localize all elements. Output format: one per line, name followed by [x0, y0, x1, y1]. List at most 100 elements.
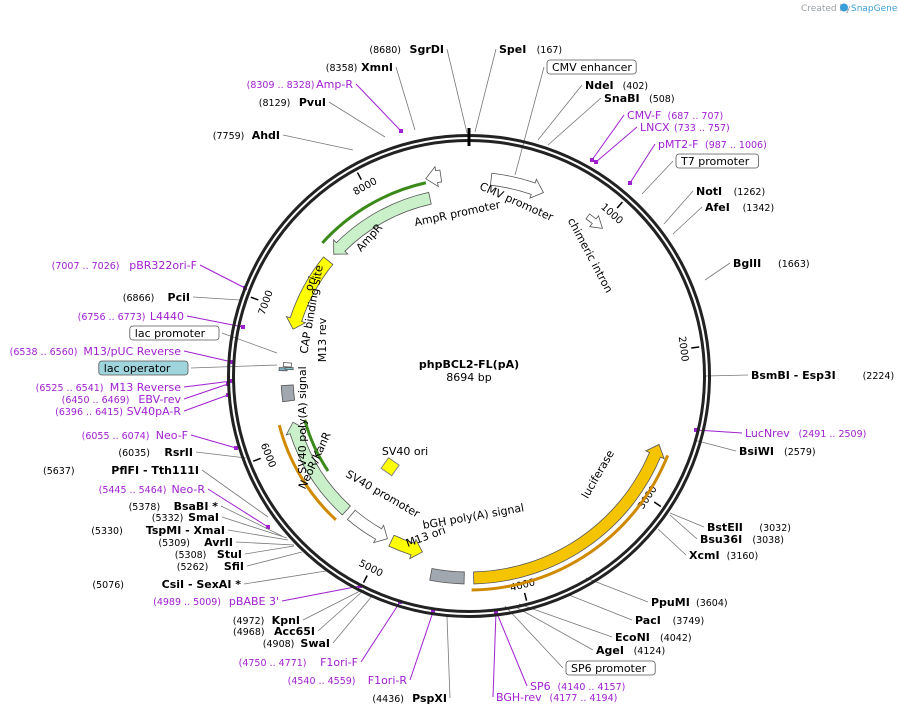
primer-label-l4440[interactable]: L4440(6756 .. 6773) — [78, 310, 184, 323]
primer-label-amp-r[interactable]: Amp-R(8309 .. 8328) — [247, 78, 354, 91]
primer-label-sp6[interactable]: SP6(4140 .. 4157) — [530, 680, 625, 693]
primer-label-sv40pa-r[interactable]: SV40pA-R(6396 .. 6415) — [55, 405, 181, 418]
feature-sv40-poly-a-signal[interactable] — [280, 384, 296, 403]
enzyme-label-acc65i[interactable]: Acc65I(4968) — [233, 625, 315, 638]
feature-lac-promoter[interactable] — [282, 362, 292, 368]
enzyme-label-noti[interactable]: NotI(1262) — [696, 185, 765, 198]
feature-callout-t7-promoter[interactable]: T7 promoter — [675, 153, 759, 169]
enzyme-label-smai[interactable]: SmaI(5332) — [152, 511, 219, 524]
primer-label-neo-f[interactable]: Neo-F(6055 .. 6074) — [82, 429, 188, 442]
enzyme-label-bglii[interactable]: BglII(1663) — [733, 257, 810, 270]
feature-lac-operator[interactable] — [284, 366, 294, 371]
enzyme-label-xcmi[interactable]: XcmI(3160) — [689, 549, 758, 562]
leader-line — [195, 451, 247, 459]
label-position: (6450 .. 6469) — [62, 395, 130, 406]
enzyme-label-rsrii[interactable]: RsrII(6035) — [118, 446, 193, 459]
enzyme-label-snabi[interactable]: SnaBI(508) — [604, 92, 675, 105]
label-position: (687 .. 707) — [668, 111, 724, 122]
leader-line — [235, 541, 295, 546]
feature-chimeric-intron[interactable] — [585, 213, 604, 229]
feature-ampr[interactable] — [333, 191, 432, 255]
primer-label-pmt2-f[interactable]: pMT2-F(987 .. 1006) — [658, 138, 767, 151]
feature-callout-cmv-enhancer[interactable]: CMV enhancer — [546, 59, 637, 75]
enzyme-label-bsu36i[interactable]: Bsu36I(3038) — [700, 533, 784, 546]
enzyme-label-ndei[interactable]: NdeI(402) — [585, 79, 648, 92]
enzyme-label-csii-sexai-[interactable]: CsiI - SexAI *(5076) — [92, 578, 241, 591]
enzyme-label-sgrdi[interactable]: SgrDI(8680) — [369, 43, 444, 56]
primer-label-cmv-f[interactable]: CMV-F(687 .. 707) — [627, 109, 723, 122]
primer-site-marker — [628, 181, 632, 185]
enzyme-label-bsteii[interactable]: BstEII(3032) — [707, 521, 791, 534]
enzyme-label-sfii[interactable]: SfiI(5262) — [177, 560, 244, 573]
leader-line — [669, 512, 705, 528]
primer-label-lucnrev[interactable]: LucNrev(2491 .. 2509) — [745, 427, 866, 440]
enzyme-label-bsiwi[interactable]: BsiWI(2579) — [739, 445, 816, 458]
label-position: (8309 .. 8328) — [247, 80, 315, 91]
enzyme-label-econi[interactable]: EcoNI(4042) — [615, 631, 692, 644]
leader-line — [302, 589, 363, 621]
enzyme-label-xmni[interactable]: XmnI(8358) — [326, 61, 393, 74]
feature-callout-lac-promoter[interactable]: lac promoter — [129, 325, 220, 341]
neor-inner-strand-arrow — [303, 419, 330, 472]
feature-sv40-ori[interactable] — [380, 456, 400, 477]
enzyme-label-stui[interactable]: StuI(5308) — [175, 548, 242, 561]
feature-luciferase[interactable] — [473, 443, 665, 585]
enzyme-label-kpni[interactable]: KpnI(4972) — [233, 614, 300, 627]
feature-ori[interactable] — [285, 256, 334, 330]
callout-text: T7 promoter — [680, 155, 750, 168]
feature-ampr-promoter[interactable] — [425, 165, 443, 188]
feature-cmv-promoter[interactable] — [490, 172, 544, 199]
enzyme-label-pvui[interactable]: PvuI(8129) — [259, 96, 326, 109]
primer-label-lncx[interactable]: LNCX(733 .. 757) — [640, 121, 730, 134]
enzyme-label-avrii[interactable]: AvrII(5309) — [158, 536, 233, 549]
leader-line — [669, 514, 698, 540]
enzyme-label-agei[interactable]: AgeI(4124) — [596, 644, 665, 657]
label-name: LucNrev — [745, 427, 790, 440]
enzyme-label-paci[interactable]: PacI(3749) — [635, 614, 704, 627]
enzyme-label-ahdi[interactable]: AhdI(7759) — [213, 129, 280, 142]
feature-neor-kanr[interactable] — [285, 421, 351, 516]
primer-label-bgh-rev[interactable]: BGH-rev(4177 .. 4194) — [496, 691, 617, 704]
enzyme-label-ppumi[interactable]: PpuMI(3604) — [651, 596, 728, 609]
label-position: (402) — [623, 81, 649, 92]
label-position: (6055 .. 6074) — [82, 431, 150, 442]
label-position: (6538 .. 6560) — [10, 347, 78, 358]
label-position: (2224) — [863, 371, 895, 382]
label-position: (4972) — [233, 616, 265, 627]
label-position: (3749) — [673, 616, 705, 627]
enzyme-label-pcii[interactable]: PciI(6866) — [123, 291, 190, 304]
label-name: BsaBI * — [174, 500, 219, 513]
enzyme-label-bsmbi-esp3i[interactable]: BsmBI - Esp3I(2224) — [751, 369, 894, 382]
label-position: (5378) — [129, 502, 161, 513]
primer-label-f1ori-r[interactable]: F1ori-R(4540 .. 4559) — [288, 674, 408, 687]
feature-callout-lac-operator[interactable]: lac operator — [98, 360, 189, 376]
enzyme-label-afei[interactable]: AfeI(1342) — [705, 201, 774, 214]
enzyme-label-pflfi-tth111i[interactable]: PflFI - Tth111I(5637) — [43, 464, 199, 477]
enzyme-label-spei[interactable]: SpeI(167) — [499, 43, 562, 56]
label-position: (733 .. 757) — [674, 123, 730, 134]
feature-m13-ori[interactable] — [388, 534, 423, 560]
primer-label-ebv-rev[interactable]: EBV-rev(6450 .. 6469) — [62, 393, 182, 406]
primer-label-f1ori-f[interactable]: F1ori-F(4750 .. 4771) — [239, 656, 358, 669]
feature-label: chimeric intron — [565, 216, 615, 295]
snapgene-credit: Created by SnapGene — [801, 3, 898, 14]
enzyme-label-bsabi-[interactable]: BsaBI * (5378) — [129, 500, 219, 513]
feature-sv40-promoter[interactable] — [346, 509, 388, 544]
feature-label: SV40 poly(A) signal — [296, 366, 309, 473]
label-name: SgrDI — [410, 43, 444, 56]
feature-callout-sp6-promoter[interactable]: SP6 promoter — [565, 660, 656, 676]
leader-line — [183, 383, 229, 400]
feature-bgh-poly-a-signal[interactable] — [429, 568, 465, 585]
primer-label-neo-r[interactable]: Neo-R(5445 .. 5464) — [99, 483, 206, 496]
primer-label-pbr322ori-f[interactable]: pBR322ori-F(7007 .. 7026) — [52, 259, 197, 272]
primer-label-pbabe-3-[interactable]: pBABE 3'(4989 .. 5009) — [153, 595, 279, 608]
enzyme-label-pspxi[interactable]: PspXI(4436) — [372, 692, 447, 705]
enzyme-label-tspmi-xmai[interactable]: TspMI - XmaI(5330) — [91, 524, 225, 537]
tick-mark — [653, 501, 662, 508]
enzyme-label-swai[interactable]: SwaI(4908) — [263, 637, 330, 650]
label-name: NotI — [696, 185, 722, 198]
primer-label-m13-puc-reverse[interactable]: M13/pUC Reverse(6538 .. 6560) — [10, 345, 182, 358]
leader-line — [446, 48, 468, 134]
primer-site-marker — [230, 379, 234, 383]
primer-label-m13-reverse[interactable]: M13 Reverse(6525 .. 6541) — [36, 381, 182, 394]
